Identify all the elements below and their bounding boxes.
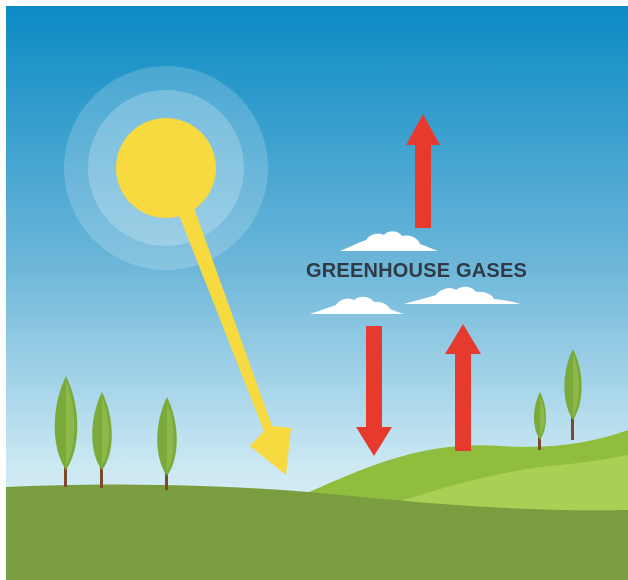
tree-icon xyxy=(54,376,78,487)
tree-icon xyxy=(534,392,546,450)
sun-icon xyxy=(64,66,268,270)
cloud-right xyxy=(404,286,520,304)
greenhouse-gases-label: GREENHOUSE GASES xyxy=(306,260,528,282)
heat-arrow-up-icon xyxy=(406,114,440,228)
cloud-icon xyxy=(310,231,520,314)
tree-icon xyxy=(157,397,177,490)
heat-arrow-up-icon xyxy=(445,324,481,451)
heat-arrow-down-icon xyxy=(356,326,392,456)
sunlight-arrow-icon xyxy=(173,194,291,475)
cloud-left xyxy=(310,296,404,314)
cloud-top xyxy=(340,231,438,251)
tree-icon xyxy=(564,349,582,440)
tree-icon xyxy=(92,392,112,488)
ground-main xyxy=(6,484,628,580)
